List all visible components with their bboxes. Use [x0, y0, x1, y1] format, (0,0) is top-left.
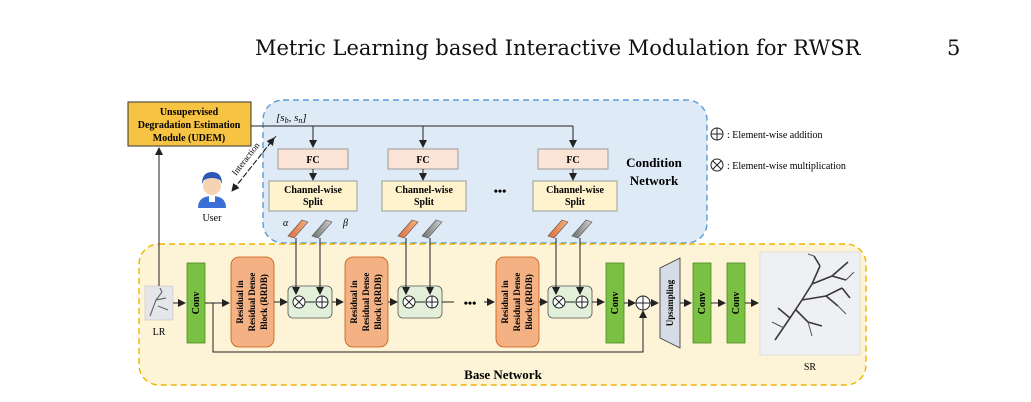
lr-label: LR — [153, 327, 166, 338]
fc-label: FC — [566, 155, 579, 166]
beta-vector — [571, 219, 593, 239]
condition-ellipsis: ••• — [494, 184, 507, 198]
lr-image — [144, 285, 174, 321]
base-network-title: Base Network — [464, 367, 542, 382]
legend-addition: : Element-wise addition — [710, 127, 823, 141]
legend-addition-label: : Element-wise addition — [727, 130, 823, 141]
rrdb-label-line1: Residual in — [349, 280, 359, 323]
channel-split-block — [381, 180, 467, 212]
user-label: User — [203, 213, 223, 224]
alpha-label: α — [283, 218, 289, 229]
beta-vector — [421, 219, 443, 239]
rrdb-label-line2: Residual Dense — [361, 273, 371, 332]
rrdb-label-line3: Block (RRDB) — [524, 274, 534, 330]
udem-label-line2: Degradation Estimation — [138, 120, 241, 131]
beta-vector — [311, 219, 333, 239]
fc-label: FC — [416, 155, 429, 166]
interaction-link-back — [233, 137, 275, 190]
rrdb-label-line3: Block (RRDB) — [259, 274, 269, 330]
condition-branch-3: FC Channel-wise Split — [532, 148, 618, 239]
page-number: 5 — [947, 36, 961, 60]
channel-split-line2: Split — [303, 197, 324, 208]
strength-vector-label: [sb, sn] — [276, 112, 307, 125]
channel-split-line2: Split — [565, 197, 586, 208]
base-ellipsis: ••• — [464, 296, 477, 310]
upsampling-block — [659, 257, 681, 349]
beta-label: β — [342, 218, 348, 229]
channel-split-block — [268, 180, 358, 212]
alpha-vector — [547, 219, 569, 239]
conv-label: Conv — [697, 292, 708, 315]
udem-label-line1: Unsupervised — [160, 107, 219, 118]
alpha-vector — [287, 219, 309, 239]
running-title: Metric Learning based Interactive Modula… — [255, 36, 861, 60]
rrdb-label-line2: Residual Dense — [247, 273, 257, 332]
multiplication-icon — [552, 295, 566, 309]
page-header: Metric Learning based Interactive Modula… — [0, 36, 1031, 66]
addition-icon — [315, 295, 329, 309]
condition-network-title-line2: Network — [630, 173, 679, 188]
global-skip-connection — [212, 303, 647, 353]
sr-image — [759, 251, 861, 356]
multiplication-icon — [292, 295, 306, 309]
user-icon — [198, 172, 226, 208]
udem-label-line3: Module (UDEM) — [153, 133, 226, 144]
condition-branch-1: FC Channel-wise Split α β — [268, 148, 358, 239]
udem-box — [127, 101, 252, 147]
channel-split-line1: Channel-wise — [546, 185, 604, 196]
channel-split-line1: Channel-wise — [284, 185, 342, 196]
channel-split-line2: Split — [414, 197, 435, 208]
alpha-vector — [397, 219, 419, 239]
global-addition-icon — [635, 295, 651, 311]
addition-icon — [425, 295, 439, 309]
conv-label: Conv — [731, 292, 742, 315]
rrdb-label-line1: Residual in — [500, 280, 510, 323]
sr-label: SR — [804, 362, 817, 373]
rrdb-label-line2: Residual Dense — [512, 273, 522, 332]
channel-split-line1: Channel-wise — [395, 185, 453, 196]
legend-multiplication: : Element-wise multiplication — [710, 158, 846, 172]
addition-icon — [575, 295, 589, 309]
upsampling-label: Upsampling — [665, 279, 675, 326]
condition-network-title-line1: Condition — [626, 155, 682, 170]
fc-label: FC — [306, 155, 319, 166]
channel-split-block — [532, 180, 618, 212]
rrdb-label-line3: Block (RRDB) — [373, 274, 383, 330]
multiplication-icon — [402, 295, 416, 309]
conv-label: Conv — [191, 292, 202, 315]
condition-branch-2: FC Channel-wise Split — [381, 148, 467, 239]
conv-label: Conv — [610, 292, 621, 315]
rrdb-label-line1: Residual in — [235, 280, 245, 323]
legend-multiplication-label: : Element-wise multiplication — [727, 161, 846, 172]
